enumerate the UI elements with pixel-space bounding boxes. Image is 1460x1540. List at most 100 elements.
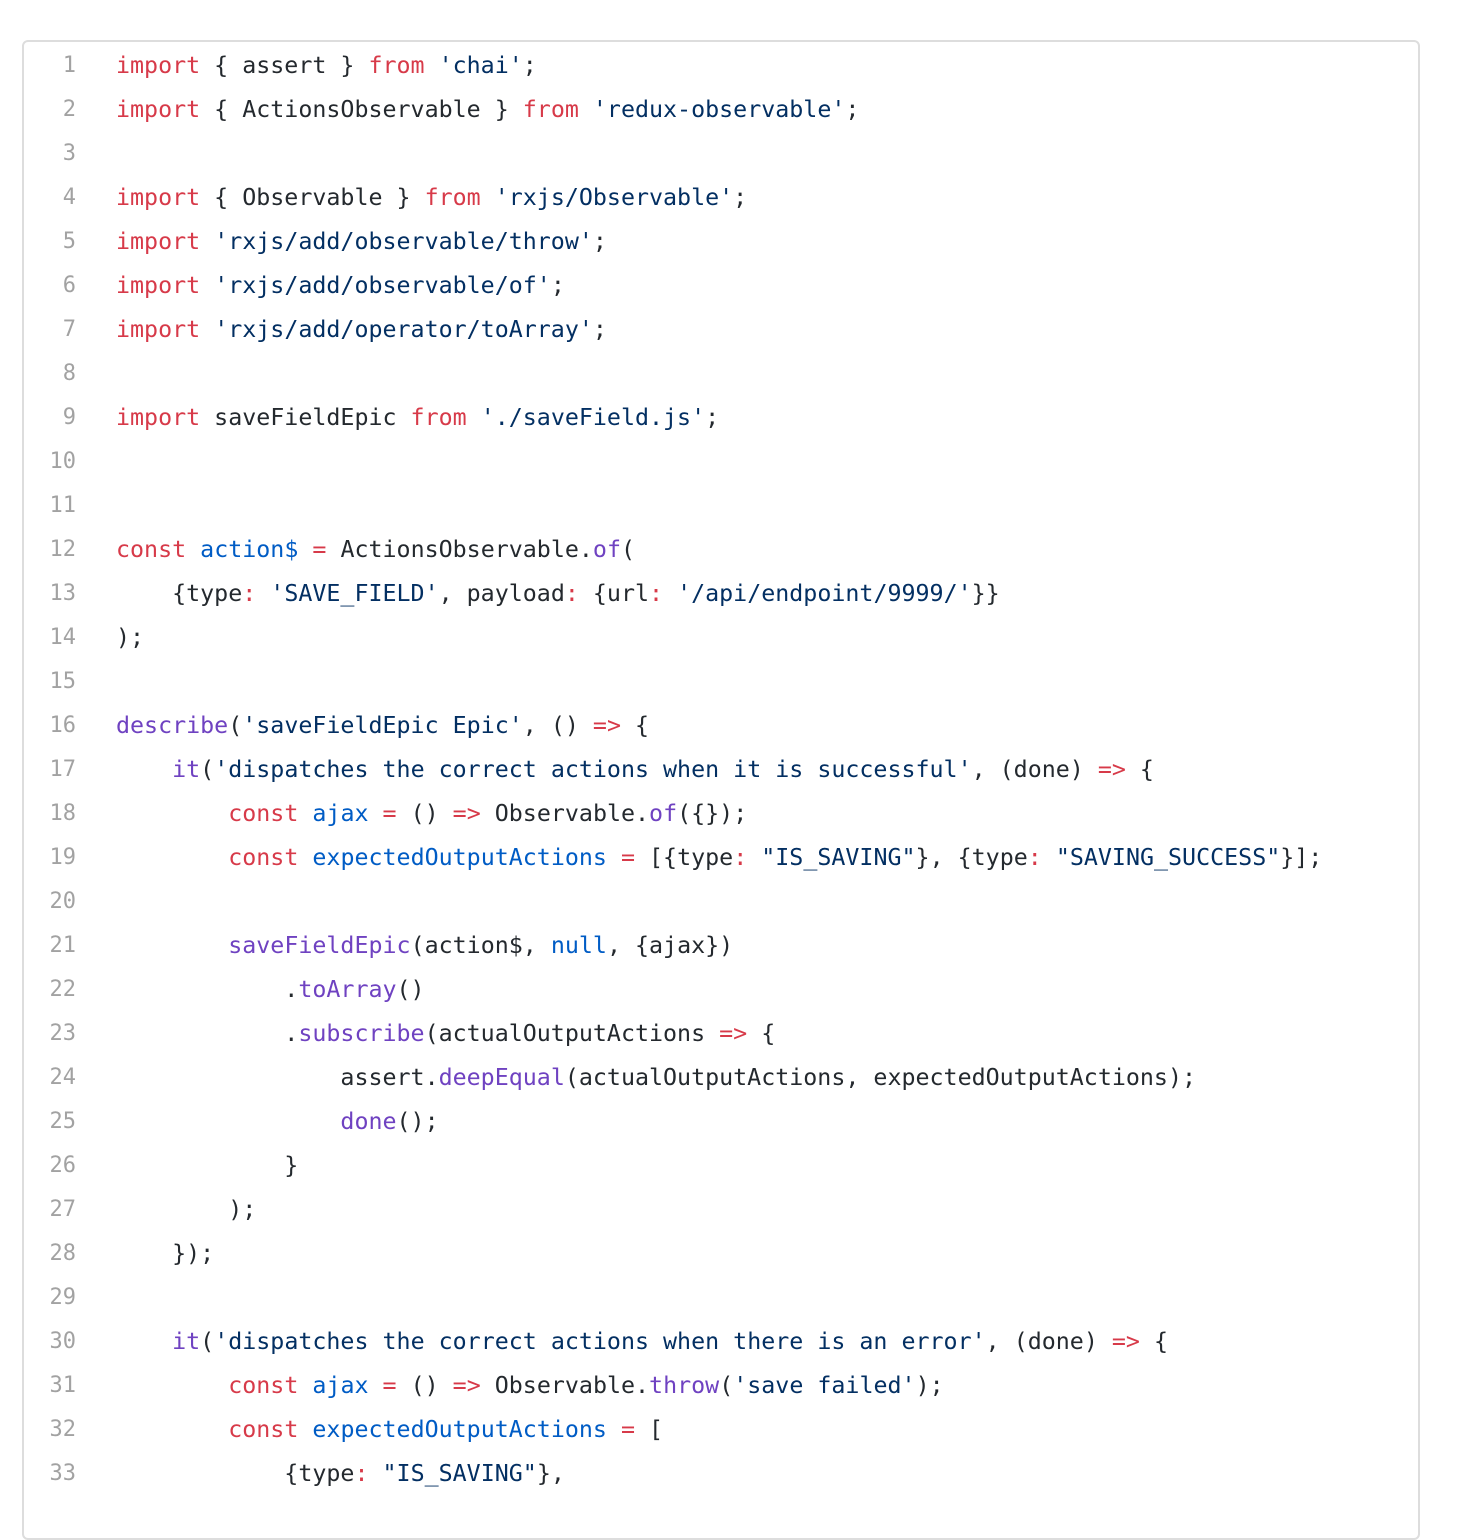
code-token: ); xyxy=(116,1196,257,1223)
code-content: ); xyxy=(116,616,144,660)
code-token: , () xyxy=(522,712,593,739)
line-number[interactable]: 27 xyxy=(49,1197,77,1222)
code-token: = xyxy=(382,1372,397,1399)
code-token: "IS_SAVING" xyxy=(382,1460,537,1487)
code-token: from xyxy=(368,52,425,79)
line-number[interactable]: 10 xyxy=(49,449,77,474)
code-token: throw xyxy=(649,1372,720,1399)
code-token: import xyxy=(116,404,201,431)
line-number[interactable]: 33 xyxy=(49,1461,77,1486)
line-number[interactable]: 24 xyxy=(49,1065,77,1090)
code-token: [{type xyxy=(635,844,734,871)
code-token xyxy=(200,228,214,255)
line-number[interactable]: 26 xyxy=(49,1153,77,1178)
code-line: 23 .subscribe(actualOutputActions => { xyxy=(24,1012,1418,1056)
code-line: 7 import 'rxjs/add/operator/toArray'; xyxy=(24,308,1418,352)
code-token xyxy=(116,932,228,959)
line-number[interactable]: 21 xyxy=(49,933,77,958)
code-token xyxy=(116,756,172,783)
line-number[interactable]: 18 xyxy=(49,801,77,826)
code-token: of xyxy=(649,800,678,827)
code-content: import 'rxjs/add/observable/of'; xyxy=(116,264,565,308)
line-number[interactable]: 20 xyxy=(49,889,77,914)
code-token: = xyxy=(620,1416,635,1443)
line-number[interactable]: 14 xyxy=(49,625,77,650)
line-number[interactable]: 11 xyxy=(49,493,77,518)
line-number[interactable]: 2 xyxy=(62,97,76,122)
line-number[interactable]: 25 xyxy=(49,1109,77,1134)
code-line: 6 import 'rxjs/add/observable/of'; xyxy=(24,264,1418,308)
code-token: }); xyxy=(116,1240,215,1267)
code-token: import xyxy=(116,272,201,299)
line-number[interactable]: 32 xyxy=(49,1417,77,1442)
line-number[interactable]: 8 xyxy=(62,361,76,386)
code-token xyxy=(607,844,621,871)
line-number[interactable]: 9 xyxy=(62,405,76,430)
code-line: 13 {type: 'SAVE_FIELD', payload: {url: '… xyxy=(24,572,1418,616)
line-number[interactable]: 3 xyxy=(62,141,76,166)
line-number[interactable]: 5 xyxy=(62,229,76,254)
line-number[interactable]: 12 xyxy=(49,537,77,562)
line-number[interactable]: 22 xyxy=(49,977,77,1002)
line-number[interactable]: 4 xyxy=(62,185,76,210)
code-token xyxy=(298,844,312,871)
code-content: import 'rxjs/add/operator/toArray'; xyxy=(116,308,607,352)
code-token: of xyxy=(592,536,621,563)
code-token: }, {type xyxy=(915,844,1028,871)
code-token: ajax xyxy=(312,1372,369,1399)
line-number[interactable]: 31 xyxy=(49,1373,77,1398)
code-line: 33 {type: "IS_SAVING"}, xyxy=(24,1452,1418,1496)
code-line: 25 done(); xyxy=(24,1100,1418,1144)
code-token: = xyxy=(312,536,327,563)
code-content: it('dispatches the correct actions when … xyxy=(116,748,1154,792)
code-token: , payload xyxy=(438,580,565,607)
code-token: , (done) xyxy=(985,1328,1112,1355)
code-content: done(); xyxy=(116,1100,438,1144)
code-token: => xyxy=(719,1020,748,1047)
code-token: import xyxy=(116,228,201,255)
code-token: : xyxy=(564,580,579,607)
code-token: 'rxjs/add/observable/throw' xyxy=(214,228,593,255)
code-token: ; xyxy=(705,404,720,431)
line-number[interactable]: 19 xyxy=(49,845,77,870)
line-number[interactable]: 7 xyxy=(62,317,76,342)
line-number[interactable]: 6 xyxy=(62,273,76,298)
code-line: 31 const ajax = () => Observable.throw('… xyxy=(24,1364,1418,1408)
line-number[interactable]: 30 xyxy=(49,1329,77,1354)
code-token: {url xyxy=(578,580,650,607)
code-line: 14); xyxy=(24,616,1418,660)
code-content: import { assert } from 'chai'; xyxy=(116,44,537,88)
code-token: ( xyxy=(719,1372,734,1399)
line-number[interactable]: 15 xyxy=(49,669,77,694)
code-token: './saveField.js' xyxy=(480,404,706,431)
code-token xyxy=(747,844,761,871)
code-token xyxy=(369,1372,383,1399)
line-number[interactable]: 16 xyxy=(49,713,77,738)
code-token xyxy=(369,800,383,827)
code-token: => xyxy=(452,1372,481,1399)
code-line: 21 saveFieldEpic(action$, null, {ajax}) xyxy=(24,924,1418,968)
line-number[interactable]: 1 xyxy=(62,53,76,78)
code-token: const xyxy=(228,800,299,827)
code-token: = xyxy=(620,844,635,871)
line-number[interactable]: 28 xyxy=(49,1241,77,1266)
code-token: done xyxy=(340,1108,397,1135)
code-token: () xyxy=(396,1372,453,1399)
line-number[interactable]: 29 xyxy=(49,1285,77,1310)
code-token: }]; xyxy=(1280,844,1323,871)
code-token: { xyxy=(620,712,650,739)
code-token xyxy=(579,96,593,123)
line-number[interactable]: 17 xyxy=(49,757,77,782)
code-line: 10 xyxy=(24,440,1418,484)
line-number[interactable]: 13 xyxy=(49,581,77,606)
code-token: ( xyxy=(200,1328,215,1355)
line-number[interactable]: 23 xyxy=(49,1021,77,1046)
code-token xyxy=(368,1460,382,1487)
code-token: { assert } xyxy=(200,52,369,79)
code-line: 32 const expectedOutputActions = [ xyxy=(24,1408,1418,1452)
code-line: 22 .toArray() xyxy=(24,968,1418,1012)
code-token: saveFieldEpic xyxy=(228,932,411,959)
code-token: 'rxjs/add/operator/toArray' xyxy=(214,316,593,343)
code-token: = xyxy=(382,800,397,827)
